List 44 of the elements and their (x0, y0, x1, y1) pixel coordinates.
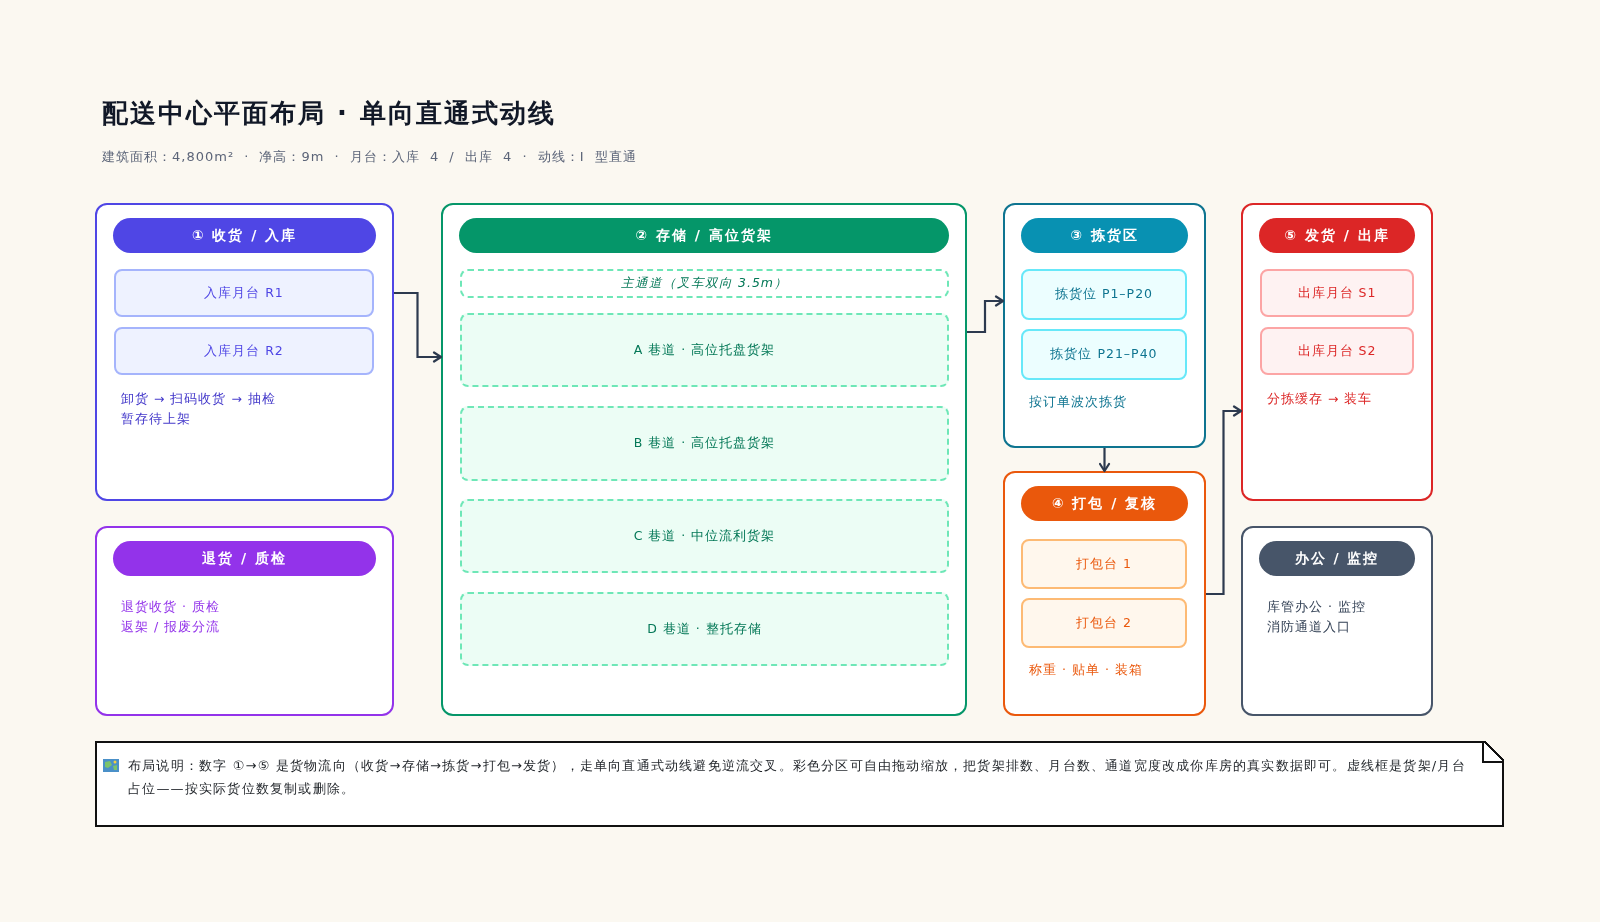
zone-description: 卸货 → 扫码收货 → 抽检 (121, 391, 276, 407)
zone-heading: ⑤ 发货 / 出库 (1259, 218, 1415, 253)
zone-panel (1241, 203, 1433, 501)
packing-station-box: 打包台 2 (1021, 598, 1187, 648)
zone-heading: ④ 打包 / 复核 (1021, 486, 1188, 521)
note-card (95, 741, 1504, 827)
zone-description: 返架 / 报废分流 (121, 619, 221, 635)
pick-slot-box: 拣货位 P1–P20 (1021, 269, 1187, 320)
pick-slot-box: 拣货位 P21–P40 (1021, 329, 1187, 380)
zone-description: 消防通道入口 (1267, 619, 1351, 635)
title: 配送中心平面布局 · 单向直通式动线 (102, 97, 556, 130)
zone-panel (1003, 203, 1206, 448)
flow-arrow (967, 295, 1005, 334)
zone-description: 暂存待上架 (121, 411, 191, 427)
packing-station-box: 打包台 1 (1021, 539, 1187, 589)
aisle-box: 主通道（叉车双向 3.5m） (460, 269, 949, 298)
zone-panel (1003, 471, 1206, 716)
zone-panel (95, 203, 394, 501)
rack-lane-box: B 巷道 · 高位托盘货架 (460, 406, 949, 481)
zone-heading: ② 存储 / 高位货架 (459, 218, 949, 253)
note-text: 布局说明：数字 ①→⑤ 是货物流向（收货→存储→拣货→打包→发货），走单向直通式动线避免逆流交叉。彩色分区可自由拖动缩放，把货架排数、月台数、通道宽度改成你库房的真实数据即可。虚线框是货架/月台占位——按实际货位数复制或删除。 (128, 757, 1467, 798)
dock-box: 出库月台 S2 (1260, 327, 1414, 375)
dock-box: 入库月台 R2 (114, 327, 374, 375)
zone-heading: ③ 拣货区 (1021, 218, 1188, 253)
zone-panel (441, 203, 967, 716)
rack-lane-box: D 巷道 · 整托存储 (460, 592, 949, 666)
zone-heading: ① 收货 / 入库 (113, 218, 376, 253)
zone-panel (95, 526, 394, 716)
zone-description: 退货收货 · 质检 (121, 599, 220, 615)
flow-arrow (394, 291, 443, 363)
zone-description: 分拣缓存 → 装车 (1267, 391, 1373, 407)
dock-box: 出库月台 S1 (1260, 269, 1414, 317)
dock-box: 入库月台 R1 (114, 269, 374, 317)
zone-heading: 办公 / 监控 (1259, 541, 1415, 576)
rack-lane-box: C 巷道 · 中位流利货架 (460, 499, 949, 573)
zone-description: 称重 · 贴单 · 装箱 (1029, 662, 1143, 678)
zone-description: 库管办公 · 监控 (1267, 599, 1366, 615)
zone-heading: 退货 / 质检 (113, 541, 376, 576)
zone-panel (1241, 526, 1433, 716)
flow-arrow (1206, 405, 1243, 596)
subtitle: 建筑面积：4,800m² · 净高：9m · 月台：入库 4 / 出库 4 · 动线：I 型直通 (102, 148, 637, 166)
zone-description: 按订单波次拣货 (1029, 394, 1127, 410)
rack-lane-box: A 巷道 · 高位托盘货架 (460, 313, 949, 387)
flow-arrow (1098, 448, 1111, 473)
